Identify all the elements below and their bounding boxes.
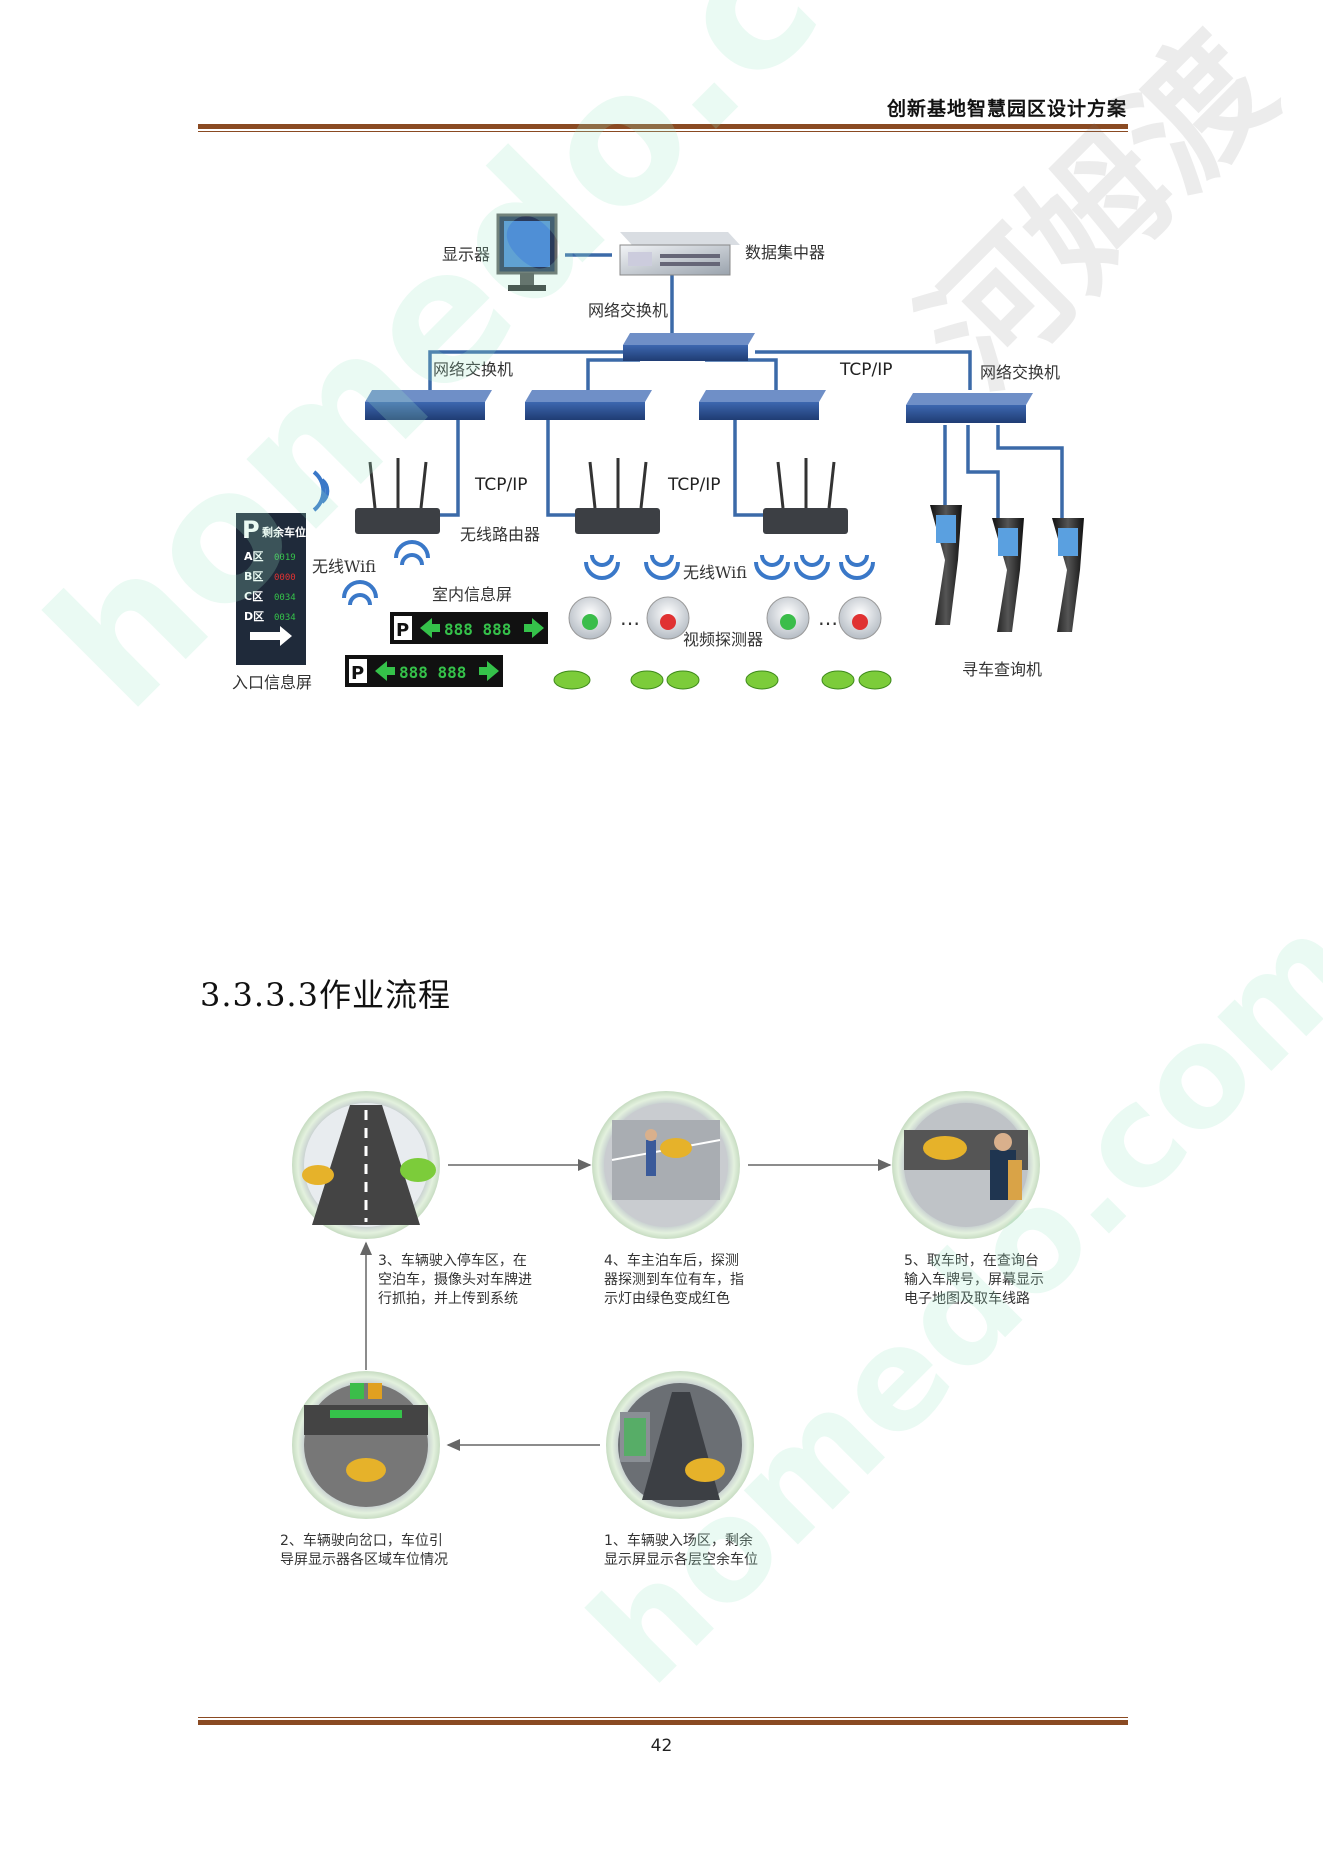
label-monitor: 显示器 (442, 245, 490, 264)
step-caption-line: 空泊车，摄像头对车牌进 (378, 1271, 532, 1288)
panel-zone-label: A区 (244, 550, 264, 563)
router-icon (763, 458, 848, 534)
car-icons (553, 670, 892, 690)
network-links (425, 253, 1064, 520)
switch-icon (365, 390, 492, 420)
step-caption-line: 输入车牌号，屏幕显示 (904, 1271, 1044, 1288)
label-tcpip-top: TCP/IP (839, 360, 893, 380)
panel-zone-label: D区 (244, 610, 264, 623)
monitor-icon (496, 213, 558, 291)
label-tcpip-left: TCP/IP (474, 475, 528, 495)
step-caption-line: 器探测到车位有车，指 (604, 1271, 744, 1288)
panel-zone-label: B区 (244, 570, 263, 583)
step-5-illustration (892, 1091, 1040, 1239)
wifi-icon (312, 470, 430, 606)
label-car-finder: 寻车查询机 (962, 660, 1042, 679)
footer-rule (198, 1720, 1128, 1725)
core-switch-icon (623, 333, 755, 361)
led-text: 888 888 (444, 620, 511, 639)
router-icon (575, 458, 660, 534)
label-wifi-left: 无线Wifi (312, 557, 376, 576)
switch-icon (699, 390, 826, 420)
indoor-led-board: P 888 888 (390, 612, 548, 644)
label-entrance-screen: 入口信息屏 (232, 673, 312, 692)
header-title: 创新基地智慧园区设计方案 (886, 98, 1127, 120)
step-caption-line: 显示屏显示各层空余车位 (604, 1551, 758, 1568)
page-number: 42 (650, 1736, 673, 1756)
label-wireless-router: 无线路由器 (460, 525, 540, 544)
panel-zone-value: 0019 (274, 553, 296, 563)
step-caption-line: 3、车辆驶入停车区，在 (378, 1252, 527, 1269)
step-caption-line: 导屏显示器各区域车位情况 (280, 1551, 448, 1568)
label-tcpip-mid: TCP/IP (667, 475, 721, 495)
step-caption-line: 行抓拍，并上传到系统 (378, 1291, 518, 1307)
label-data-concentrator: 数据集中器 (745, 243, 825, 262)
step-caption-line: 4、车主泊车后，探测 (604, 1252, 739, 1269)
label-video-detector: 视频探测器 (683, 630, 763, 649)
svg-text:…: … (818, 606, 838, 630)
label-switch-top: 网络交换机 (588, 301, 668, 320)
entrance-panel-title: 剩余车位 (262, 525, 306, 539)
step-caption-line: 示灯由绿色变成红色 (604, 1290, 730, 1307)
switch-icon (525, 390, 652, 420)
label-switch-right: 网络交换机 (980, 363, 1060, 382)
step-caption-line: 1、车辆驶入场区，剩余 (604, 1532, 753, 1549)
label-indoor-screen: 室内信息屏 (432, 585, 512, 604)
data-concentrator-icon (619, 232, 740, 276)
step-1-illustration (606, 1371, 754, 1519)
step-3-illustration (292, 1091, 440, 1239)
step-4-illustration (592, 1091, 740, 1239)
panel-zone-value: 0000 (274, 573, 296, 583)
panel-zone-value: 0034 (274, 613, 296, 623)
video-detector-icon (766, 596, 810, 640)
svg-text:P: P (242, 516, 260, 544)
label-wifi-mid: 无线Wifi (683, 563, 747, 582)
step-caption-line: 2、车辆驶向岔口，车位引 (280, 1532, 443, 1549)
svg-text:P: P (396, 620, 409, 641)
svg-text:P: P (351, 663, 364, 684)
step-2-illustration (292, 1371, 440, 1519)
svg-text:…: … (620, 606, 640, 630)
label-switch-left: 网络交换机 (433, 360, 513, 379)
video-detector-icon (838, 596, 882, 640)
router-icon (355, 458, 440, 534)
section-heading: 3.3.3.3作业流程 (200, 976, 451, 1014)
panel-zone-label: C区 (244, 590, 263, 603)
footer-rule-thin (198, 1717, 1128, 1718)
step-caption-line: 电子地图及取车线路 (904, 1290, 1030, 1307)
header-rule (198, 124, 1128, 129)
car-finder-kiosk-icon (930, 505, 1084, 632)
video-detector-icon (568, 596, 612, 640)
wifi-icon (584, 554, 875, 580)
entrance-led-board: P 888 888 (345, 655, 503, 687)
workflow-arrows (360, 1159, 892, 1451)
switch-icon (906, 393, 1033, 423)
header-rule-thin (198, 131, 1128, 132)
led-text: 888 888 (399, 663, 466, 682)
step-caption-line: 5、取车时，在查询台 (904, 1252, 1039, 1269)
panel-zone-value: 0034 (274, 593, 296, 603)
video-detector-icon (646, 596, 690, 640)
